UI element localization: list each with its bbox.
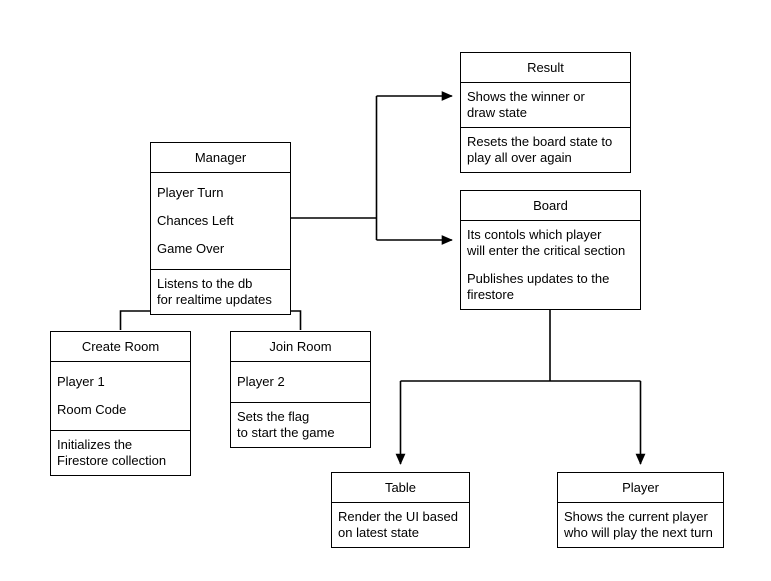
class-node-table[interactable]: Table Render the UI based on latest stat… xyxy=(331,472,470,548)
attribute-row: Player Turn xyxy=(157,185,224,200)
attribute-row: Room Code xyxy=(57,402,127,417)
class-operations-player: Shows the current player who will play t… xyxy=(558,502,723,547)
operation-row: Its contols which player will enter the … xyxy=(467,227,626,258)
attribute-row: Chances Left xyxy=(157,213,234,228)
class-node-player[interactable]: Player Shows the current player who will… xyxy=(557,472,724,548)
operation-row: Sets the flag to start the game xyxy=(237,409,335,440)
class-operations-join-room: Sets the flag to start the game xyxy=(231,402,370,447)
operation-row: Shows the current player who will play t… xyxy=(564,509,713,540)
class-title-player: Player xyxy=(622,480,659,495)
operation-row: Publishes updates to the firestore xyxy=(467,271,610,302)
class-attributes-manager: Player Turn Chances Left Game Over xyxy=(151,172,290,269)
class-title-board: Board xyxy=(533,198,568,213)
class-node-board[interactable]: Board Its contols which player will ente… xyxy=(460,190,641,310)
class-attributes-join-room: Player 2 xyxy=(231,361,370,402)
class-title-result: Result xyxy=(527,60,564,75)
class-operations-result-2: Resets the board state to play all over … xyxy=(461,127,630,172)
class-operations-board: Its contols which player will enter the … xyxy=(461,220,640,309)
operation-row: Render the UI based on latest state xyxy=(338,509,458,540)
class-node-manager[interactable]: Manager Player Turn Chances Left Game Ov… xyxy=(150,142,291,315)
class-attributes-create-room: Player 1 Room Code xyxy=(51,361,190,430)
operation-row: Shows the winner or draw state xyxy=(467,89,585,120)
class-title-join-room: Join Room xyxy=(269,339,332,354)
class-operations-result: Shows the winner or draw state xyxy=(461,82,630,127)
edge-manager-to-result-and-board xyxy=(291,91,453,245)
class-title-manager: Manager xyxy=(194,150,247,165)
attribute-row: Player 1 xyxy=(57,374,105,389)
operation-row: Initializes the Firestore collection xyxy=(57,437,167,468)
class-title-table: Table xyxy=(384,480,417,495)
attribute-row: Game Over xyxy=(157,241,225,256)
class-node-result[interactable]: Result Shows the winner or draw state Re… xyxy=(460,52,631,173)
attribute-row: Player 2 xyxy=(237,374,285,389)
edge-board-to-table-and-player xyxy=(395,292,646,465)
class-operations-manager: Listens to the db for realtime updates xyxy=(151,269,290,314)
class-operations-create-room: Initializes the Firestore collection xyxy=(51,430,190,475)
class-node-join-room[interactable]: Join Room Player 2 Sets the flag to star… xyxy=(230,331,371,448)
class-node-create-room[interactable]: Create Room Player 1 Room Code Initializ… xyxy=(50,331,191,476)
operation-row: Resets the board state to play all over … xyxy=(467,134,613,165)
class-title-create-room: Create Room xyxy=(81,339,160,354)
operation-row: Listens to the db for realtime updates xyxy=(157,276,272,307)
class-operations-table: Render the UI based on latest state xyxy=(332,502,469,547)
